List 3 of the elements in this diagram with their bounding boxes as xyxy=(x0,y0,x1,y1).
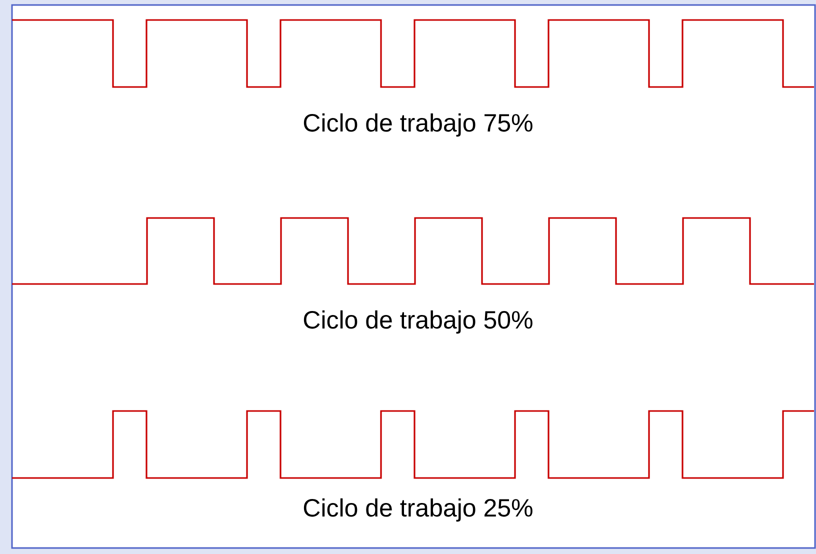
wave-caption: Ciclo de trabajo 25% xyxy=(304,498,532,522)
wave-caption: Ciclo de trabajo 75% xyxy=(304,113,532,137)
wave-caption: Ciclo de trabajo 50% xyxy=(304,310,532,334)
